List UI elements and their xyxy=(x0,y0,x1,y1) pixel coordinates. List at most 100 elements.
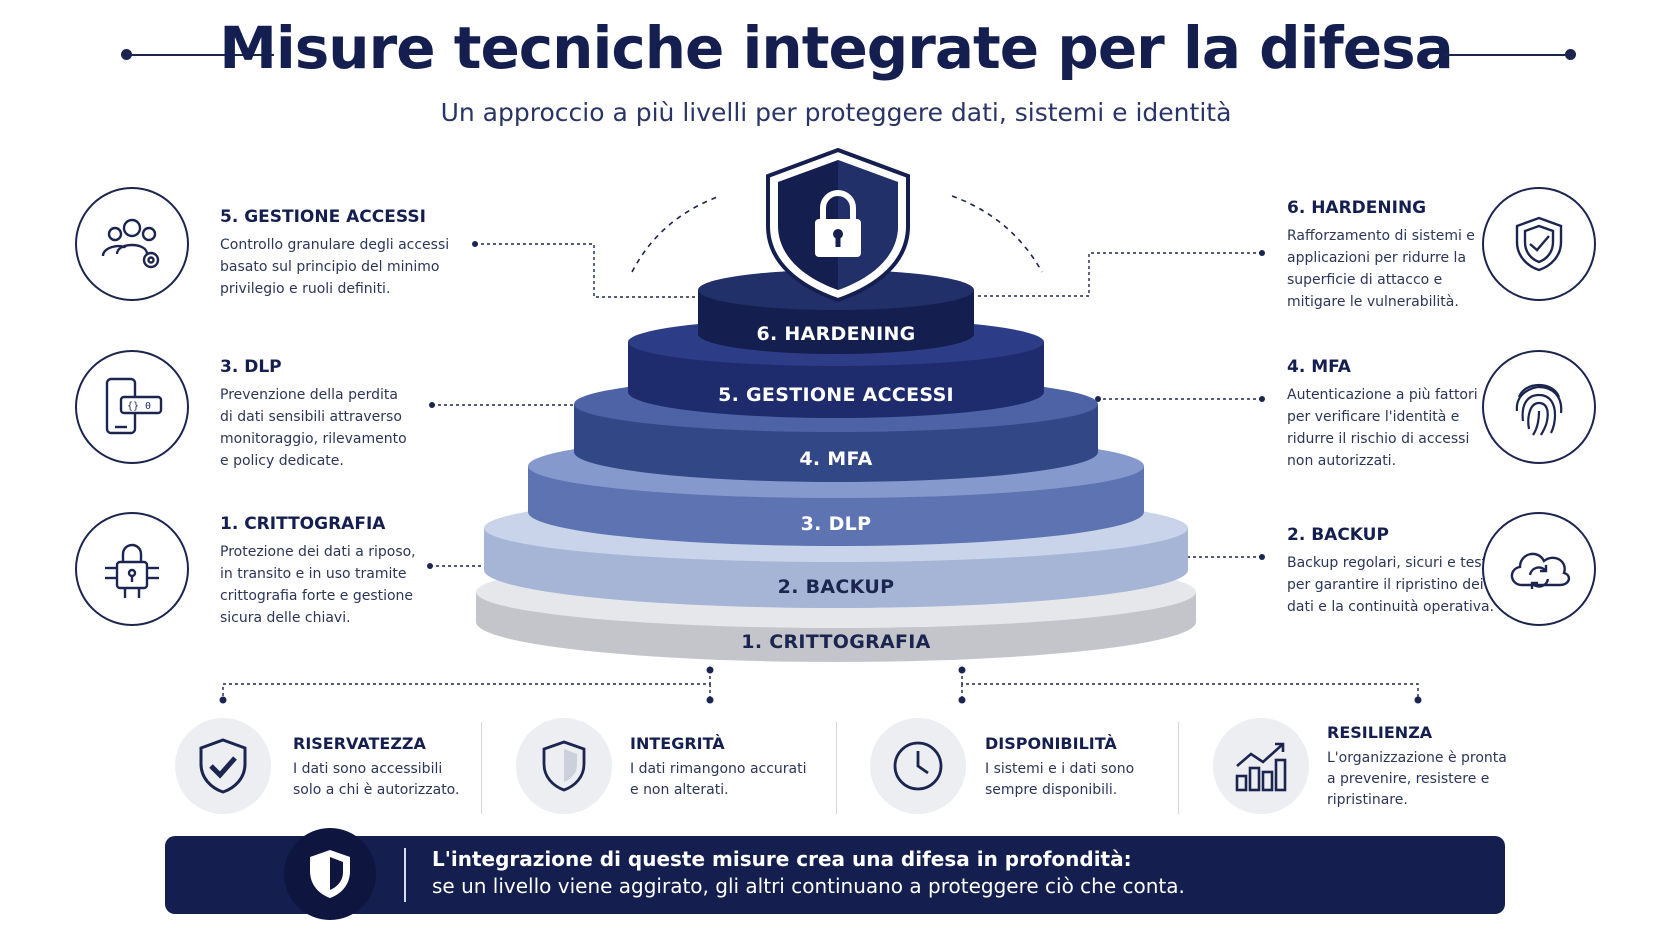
principle-circle-resilienza xyxy=(1213,718,1309,814)
left-item-crittografia: 1. CRITTOGRAFIA Protezione dei dati a ri… xyxy=(220,514,416,629)
left-item-line: Prevenzione della perdita xyxy=(220,387,398,403)
shield-icon xyxy=(310,850,350,898)
principle-separator xyxy=(836,722,837,814)
right-item-line: non autorizzati. xyxy=(1287,453,1397,469)
principle-disponibilita: DISPONIBILITÀ I sistemi e i dati sono se… xyxy=(985,734,1134,801)
left-icon-circle-1 xyxy=(75,187,189,301)
layer-label-2: 2. BACKUP xyxy=(777,576,895,598)
left-item-title: 5. GESTIONE ACCESSI xyxy=(220,207,426,227)
footer-banner xyxy=(165,836,1505,914)
principle-line: I dati rimangono accurati xyxy=(630,761,807,777)
title-right-dot xyxy=(1565,49,1576,60)
left-item-line: e policy dedicate. xyxy=(220,453,344,469)
principle-integrita: INTEGRITÀ I dati rimangono accurati e no… xyxy=(630,734,807,801)
lock-circuit-icon xyxy=(105,543,159,598)
right-icon-circle-1 xyxy=(1482,187,1596,301)
right-item-line: mitigare le vulnerabilità. xyxy=(1287,294,1459,310)
left-item-line: Controllo granulare degli accessi xyxy=(220,237,450,253)
top-shield-icon xyxy=(766,147,910,303)
principle-circle-disponibilita xyxy=(870,718,966,814)
left-item-title: 3. DLP xyxy=(220,357,282,377)
right-icon-circle-3 xyxy=(1482,512,1596,626)
left-item-dlp: 3. DLP Prevenzione della perdita di dati… xyxy=(220,357,407,472)
cloud-sync-icon xyxy=(1510,552,1571,589)
left-icon-circle-2: {} 0 xyxy=(75,350,189,464)
principle-line: L'organizzazione è pronta xyxy=(1327,750,1507,766)
principle-line: ripristinare. xyxy=(1327,792,1408,808)
connector-hardening xyxy=(978,252,1262,297)
principle-line: I dati sono accessibili xyxy=(293,761,443,777)
shield-check-icon xyxy=(1515,216,1563,272)
title-right-line xyxy=(1444,54,1570,56)
left-item-gestione-accessi: 5. GESTIONE ACCESSI Controllo granulare … xyxy=(220,207,449,300)
chart-growth-icon xyxy=(1235,742,1287,792)
right-item-title: 4. MFA xyxy=(1287,357,1351,377)
principle-line: e non alterati. xyxy=(630,782,729,798)
principle-line: solo a chi è autorizzato. xyxy=(293,782,460,798)
right-icon-circle-2 xyxy=(1482,350,1596,464)
right-item-line: Backup regolari, sicuri e testati xyxy=(1287,555,1506,571)
layer-label-5: 5. GESTIONE ACCESSI xyxy=(718,384,954,406)
principle-title: INTEGRITÀ xyxy=(630,734,725,753)
right-item-hardening: 6. HARDENING Rafforzamento di sistemi e … xyxy=(1287,198,1475,313)
connector-gestione-accessi xyxy=(475,243,700,298)
right-item-mfa: 4. MFA Autenticazione a più fattori per … xyxy=(1287,357,1478,472)
right-item-backup: 2. BACKUP Backup regolari, sicuri e test… xyxy=(1287,525,1505,618)
left-item-line: privilegio e ruoli definiti. xyxy=(220,281,391,297)
layer-label-1: 1. CRITTOGRAFIA xyxy=(741,631,931,653)
principle-resilienza: RESILIENZA L'organizzazione è pronta a p… xyxy=(1327,723,1507,811)
left-item-line: di dati sensibili attraverso xyxy=(220,409,402,425)
right-item-line: per garantire il ripristino dei xyxy=(1287,577,1484,593)
left-item-title: 1. CRITTOGRAFIA xyxy=(220,514,386,534)
footer-separator xyxy=(404,848,406,902)
principle-title: RESILIENZA xyxy=(1327,723,1433,742)
title-left-line xyxy=(126,54,274,56)
principle-line: sempre disponibili. xyxy=(985,782,1118,798)
right-item-line: ridurre il rischio di accessi xyxy=(1287,431,1470,447)
layer-label-3: 3. DLP xyxy=(800,513,872,535)
left-item-line: monitoraggio, rilevamento xyxy=(220,431,407,447)
footer-line-1: L'integrazione di queste misure crea una… xyxy=(432,847,1132,871)
clock-icon xyxy=(893,741,943,791)
principle-line: I sistemi e i dati sono xyxy=(985,761,1135,777)
layer-label-6: 6. HARDENING xyxy=(756,323,916,345)
connector-bottom-left xyxy=(222,670,711,700)
page-subtitle: Un approccio a più livelli per protegger… xyxy=(440,98,1232,127)
left-icon-circle-3 xyxy=(75,512,189,626)
phone-code-icon: {} 0 xyxy=(105,377,163,435)
principle-title: RISERVATEZZA xyxy=(293,734,426,753)
right-item-line: per verificare l'identità e xyxy=(1287,409,1460,425)
right-item-line: Autenticazione a più fattori xyxy=(1287,387,1478,403)
fingerprint-icon xyxy=(1515,383,1563,436)
left-item-line: crittografia forte e gestione xyxy=(220,588,414,604)
page-title: Misure tecniche integrate per la difesa xyxy=(219,14,1454,82)
principle-line: a prevenire, resistere e xyxy=(1327,771,1490,787)
footer-badge xyxy=(284,828,376,920)
left-item-line: in transito e in uso tramite xyxy=(220,566,407,582)
principle-circle-integrita xyxy=(516,718,612,814)
principle-separator xyxy=(481,722,482,814)
left-item-line: sicura delle chiavi. xyxy=(220,610,351,626)
principle-riservatezza: RISERVATEZZA I dati sono accessibili sol… xyxy=(293,734,459,801)
footer-line-2: se un livello viene aggirato, gli altri … xyxy=(432,874,1185,898)
principle-separator xyxy=(1178,722,1179,814)
shield-icon xyxy=(542,740,586,792)
right-item-line: superficie di attacco e xyxy=(1287,272,1443,288)
left-item-line: Protezione dei dati a riposo, xyxy=(220,544,416,560)
svg-text:{} 0: {} 0 xyxy=(127,401,151,412)
principle-title: DISPONIBILITÀ xyxy=(985,734,1117,753)
shield-check-icon xyxy=(199,738,247,794)
right-item-line: Rafforzamento di sistemi e xyxy=(1287,228,1475,244)
connector-bottom-right xyxy=(961,670,1419,700)
right-item-title: 2. BACKUP xyxy=(1287,525,1389,545)
layer-label-4: 4. MFA xyxy=(799,448,873,470)
left-item-line: basato sul principio del minimo xyxy=(220,259,440,275)
shield-arc-left xyxy=(631,195,721,273)
right-item-title: 6. HARDENING xyxy=(1287,198,1427,218)
right-item-line: dati e la continuità operativa. xyxy=(1287,599,1495,615)
shield-arc-right xyxy=(951,195,1043,273)
principle-circle-riservatezza xyxy=(175,718,271,814)
users-gear-icon xyxy=(101,218,160,269)
right-item-line: applicazioni per ridurre la xyxy=(1287,250,1467,266)
